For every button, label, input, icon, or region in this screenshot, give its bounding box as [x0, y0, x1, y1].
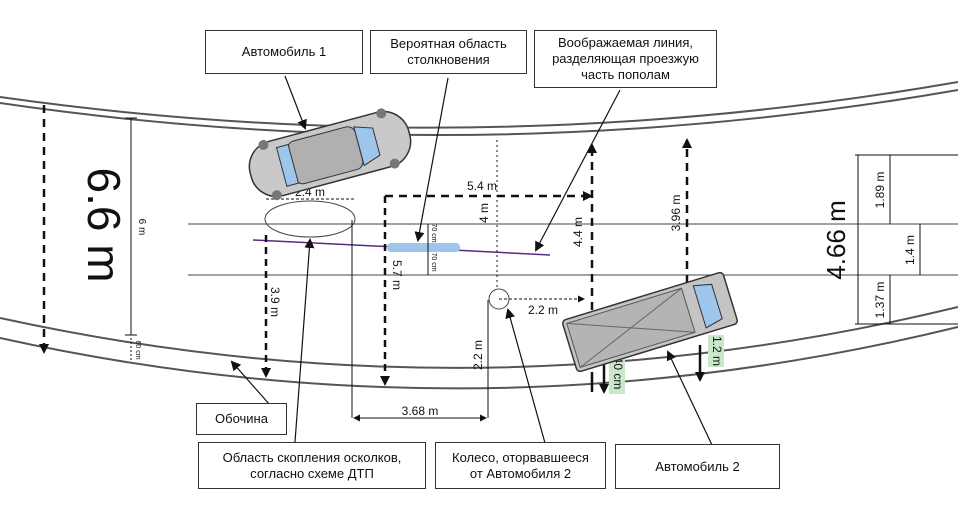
callout-car1: Автомобиль 1 — [205, 30, 363, 74]
dim-368-label: 3.68 m — [402, 404, 439, 418]
lane-lines — [188, 223, 958, 276]
debris-pointer — [294, 238, 315, 443]
callout-collision-area: Вероятная область столкновения — [370, 30, 527, 74]
dim-70cm-a: 70 cm — [430, 223, 437, 242]
dim-466-label: 4.66 m — [821, 200, 851, 280]
dim-12m-label: 1.2 m — [710, 336, 724, 366]
shoulder-pointer — [230, 360, 271, 406]
dim-66-label: 6.6 m — [78, 167, 130, 282]
collision-pointer — [414, 77, 449, 242]
debris-ellipse — [264, 200, 356, 238]
road-edge-bottom — [0, 306, 958, 390]
dim-4-label: 4 m — [477, 203, 491, 223]
callout-car2: Автомобиль 2 — [615, 444, 780, 489]
dim-60cm-label: 60 cm — [134, 340, 141, 359]
collision-zone — [387, 243, 460, 252]
road-edge-top — [0, 81, 958, 137]
dim-54-label: 5.4 m — [467, 179, 497, 193]
callout-debris: Область скопления осколков, согласно схе… — [198, 442, 426, 489]
car-2 — [562, 271, 738, 373]
green-40cm-bg — [609, 352, 625, 394]
callout-shoulder: Обочина — [196, 403, 287, 435]
dim-22v-label: 2.2 m — [471, 340, 485, 370]
car-1 — [248, 108, 412, 201]
dim-6-label: 6 m — [136, 219, 147, 236]
dim-40cm-label: 40 cm — [611, 357, 625, 390]
dim-44-label: 4.4 m — [571, 217, 585, 247]
centerline-pointer — [535, 89, 621, 252]
dim-137-label: 1.37 m — [873, 282, 887, 319]
wheel-pointer — [505, 308, 546, 444]
car1-pointer — [284, 75, 307, 130]
dim-39-label: 3.9 m — [268, 287, 282, 317]
dim-189-label: 1.89 m — [873, 172, 887, 209]
dim-14-label: 1.4 m — [903, 235, 917, 265]
dim-22h-label: 2.2 m — [528, 303, 558, 317]
dim-396-label: 3.96 m — [669, 195, 683, 232]
car2-pointer — [666, 350, 713, 446]
callout-wheel: Колесо, оторвавшееся от Автомобиля 2 — [435, 442, 606, 489]
dim-70cm-b: 70 cm — [430, 252, 437, 271]
green-12m-bg — [708, 335, 724, 367]
callout-center-line: Воображаемая линия, разделяющая проезжую… — [534, 30, 717, 88]
dim-57-label: 5.7 m — [390, 260, 404, 290]
